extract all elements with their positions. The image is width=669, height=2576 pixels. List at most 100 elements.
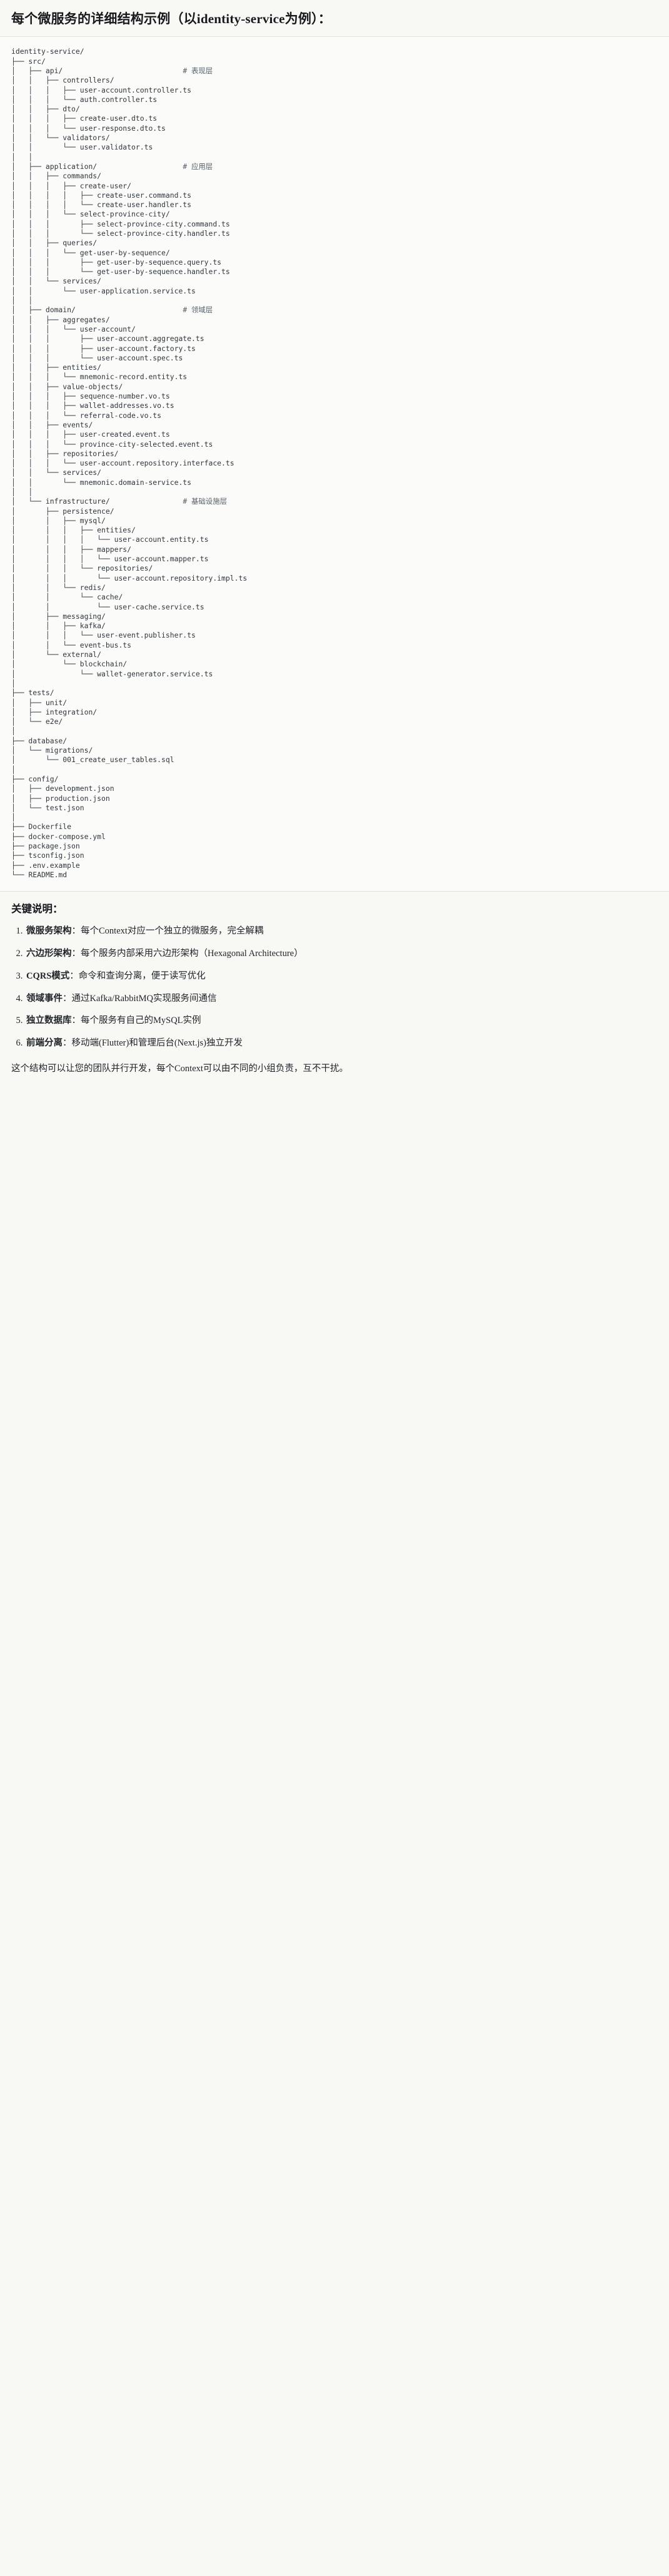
tree-line: │: [11, 813, 16, 822]
tree-line: │ │ │ └── mnemonic-record.entity.ts: [11, 372, 188, 382]
key-note-item: 六边形架构：每个服务内部采用六边形架构（Hexagonal Architectu…: [25, 947, 658, 961]
tree-line: │ ├── domain/ # 领域层: [11, 305, 213, 315]
key-note-description: 每个服务内部采用六边形架构（Hexagonal Architecture）: [81, 949, 303, 959]
tree-line: │ │ └── user.validator.ts: [11, 143, 153, 152]
tree-line: │ │ │ └── get-user-by-sequence/: [11, 248, 170, 257]
key-note-item: 微服务架构：每个Context对应一个独立的微服务，完全解耦: [25, 925, 658, 939]
document-page: 每个微服务的详细结构示例（以identity-service为例）： ident…: [0, 0, 669, 1089]
tree-line: │ │ │ ├── get-user-by-sequence.query.ts: [11, 257, 222, 267]
key-note-term: 独立数据库: [26, 1016, 72, 1026]
tree-line: │ │ ├── value-objects/: [11, 382, 123, 391]
document-header: 每个微服务的详细结构示例（以identity-service为例）：: [0, 0, 669, 38]
tree-line: │ │ │ └── select-province-city.handler.t…: [11, 228, 230, 238]
tree-line: │ │ │ ├── create-user.dto.ts: [11, 114, 158, 123]
key-note-description: 通过Kafka/RabbitMQ实现服务间通信: [71, 993, 217, 1004]
tree-line: │ │ │ └── user-response.dto.ts: [11, 123, 166, 133]
tree-line: │ │ │ └── select-province-city/: [11, 210, 170, 219]
tree-line: │ └── external/: [11, 650, 102, 659]
tree-line: │ ├── api/ # 表现层: [11, 66, 213, 75]
key-note-item: 独立数据库：每个服务有自己的MySQL实例: [25, 1014, 658, 1028]
tree-line: │ │ │ └── user-event.publisher.ts: [11, 631, 196, 640]
tree-line: │ │ ├── repositories/: [11, 449, 119, 458]
tree-line: │ │ │ ├── user-account.factory.ts: [11, 344, 196, 353]
directory-tree: identity-service/ ├── src/ │ ├── api/ # …: [11, 47, 658, 880]
key-note-term: CQRS模式: [26, 970, 70, 981]
tree-line: │ ├── development.json: [11, 784, 114, 793]
key-notes-list: 微服务架构：每个Context对应一个独立的微服务，完全解耦六边形架构：每个服务…: [11, 925, 658, 1051]
tree-line: │ └── migrations/: [11, 746, 93, 755]
tree-line: ├── config/: [11, 774, 59, 783]
closing-paragraph: 这个结构可以让您的团队并行开发，每个Context可以由不同的小组负责，互不干扰…: [11, 1063, 348, 1074]
key-note-description: 命令和查询分离，便于读写优化: [78, 970, 206, 981]
tree-line: │ │: [11, 296, 33, 305]
tree-line: │ ├── integration/: [11, 707, 98, 716]
key-note-separator: ：: [69, 970, 79, 981]
tree-line: │ │ │ │ └── create-user.handler.ts: [11, 200, 192, 210]
tree-line: │ │ ├── entities/: [11, 363, 102, 372]
tree-line: ├── .env.example: [11, 860, 80, 870]
tree-line: ├── package.json: [11, 841, 80, 850]
tree-line: │ ├── production.json: [11, 793, 110, 803]
tree-line-comment: # 基础设施层: [183, 497, 227, 506]
tree-line: │ │ │ └── auth.controller.ts: [11, 94, 158, 104]
tree-line-comment: # 表现层: [183, 66, 213, 75]
key-note-description: 每个Context对应一个独立的微服务，完全解耦: [81, 926, 264, 937]
tree-line: │ │: [11, 487, 33, 496]
tree-line: ├── database/: [11, 736, 68, 745]
tree-line: │ │ │ ├── create-user/: [11, 181, 132, 190]
key-note-separator: ：: [63, 1038, 72, 1049]
key-note-separator: ：: [71, 1016, 81, 1026]
tree-line: │ │ │ └── repositories/: [11, 564, 153, 573]
tree-line: │ ├── persistence/: [11, 506, 114, 516]
key-note-item: 前端分离：移动端(Flutter)和管理后台(Next.js)独立开发: [25, 1037, 658, 1051]
tree-line: ├── src/: [11, 56, 46, 66]
directory-tree-block: identity-service/ ├── src/ │ ├── api/ # …: [0, 37, 669, 892]
tree-line: │ ├── unit/: [11, 698, 68, 707]
tree-line: │: [11, 678, 16, 688]
tree-line: │ │ │ ├── mappers/: [11, 544, 132, 554]
tree-line: │ │ ├── dto/: [11, 104, 80, 114]
key-note-description: 移动端(Flutter)和管理后台(Next.js)独立开发: [71, 1038, 243, 1049]
key-note-item: CQRS模式：命令和查询分离，便于读写优化: [25, 970, 658, 984]
tree-line: ├── tsconfig.json: [11, 851, 84, 860]
key-note-term: 领域事件: [26, 993, 63, 1004]
tree-line: │ │ ├── mysql/: [11, 516, 106, 525]
tree-line: │ │ │ ├── user-created.event.ts: [11, 430, 170, 439]
tree-line: │ │ └── mnemonic.domain-service.ts: [11, 477, 192, 487]
tree-line: │ │ ├── controllers/: [11, 76, 114, 85]
key-note-term: 六边形架构: [26, 949, 72, 959]
tree-line: │ │ │ ├── wallet-addresses.vo.ts: [11, 401, 174, 410]
tree-line: │: [11, 765, 16, 774]
tree-line: │ │ │ └── province-city-selected.event.t…: [11, 439, 213, 449]
tree-line: │ │ └── redis/: [11, 583, 106, 592]
key-note-item: 领域事件：通过Kafka/RabbitMQ实现服务间通信: [25, 992, 658, 1006]
tree-line: │ │ │ ├── user-account.controller.ts: [11, 85, 192, 94]
tree-line: │ │ └── services/: [11, 468, 102, 477]
tree-line: │ │ │ ├── user-account.aggregate.ts: [11, 334, 204, 344]
tree-line: │ │ │ ├── select-province-city.command.t…: [11, 219, 230, 228]
tree-line: │ │ │ └── user-account.spec.ts: [11, 353, 183, 362]
tree-line: │ │ │ └── user-account.repository.interf…: [11, 459, 234, 468]
tree-line: │ │ │ ├── sequence-number.vo.ts: [11, 392, 170, 401]
tree-line: │ │ ├── commands/: [11, 171, 102, 181]
key-note-description: 每个服务有自己的MySQL实例: [81, 1016, 201, 1026]
tree-line: │ └── infrastructure/ # 基础设施层: [11, 497, 227, 506]
tree-line: │ │: [11, 152, 33, 161]
tree-line: identity-service/: [11, 47, 84, 56]
key-note-term: 微服务架构: [26, 926, 72, 937]
key-note-separator: ：: [71, 949, 81, 959]
tree-line: │ │ ├── events/: [11, 420, 93, 429]
tree-line: └── README.md: [11, 870, 68, 879]
tree-line: │ └── 001_create_user_tables.sql: [11, 755, 174, 765]
tree-line: │ │ └── cache/: [11, 593, 123, 602]
key-note-term: 前端分离: [26, 1038, 63, 1049]
tree-line: │ │ │ └── user-account.repository.impl.t…: [11, 573, 248, 583]
tree-line: │ │ │ └── user-account/: [11, 324, 136, 333]
tree-line: │ ├── application/ # 应用层: [11, 161, 213, 171]
tree-line-comment: # 领域层: [183, 305, 213, 315]
tree-line: │ │ ├── aggregates/: [11, 315, 110, 324]
key-note-separator: ：: [71, 926, 81, 937]
tree-line: │ │ └── validators/: [11, 133, 110, 143]
tree-line: │ └── wallet-generator.service.ts: [11, 669, 213, 678]
tree-line: ├── Dockerfile: [11, 822, 72, 832]
